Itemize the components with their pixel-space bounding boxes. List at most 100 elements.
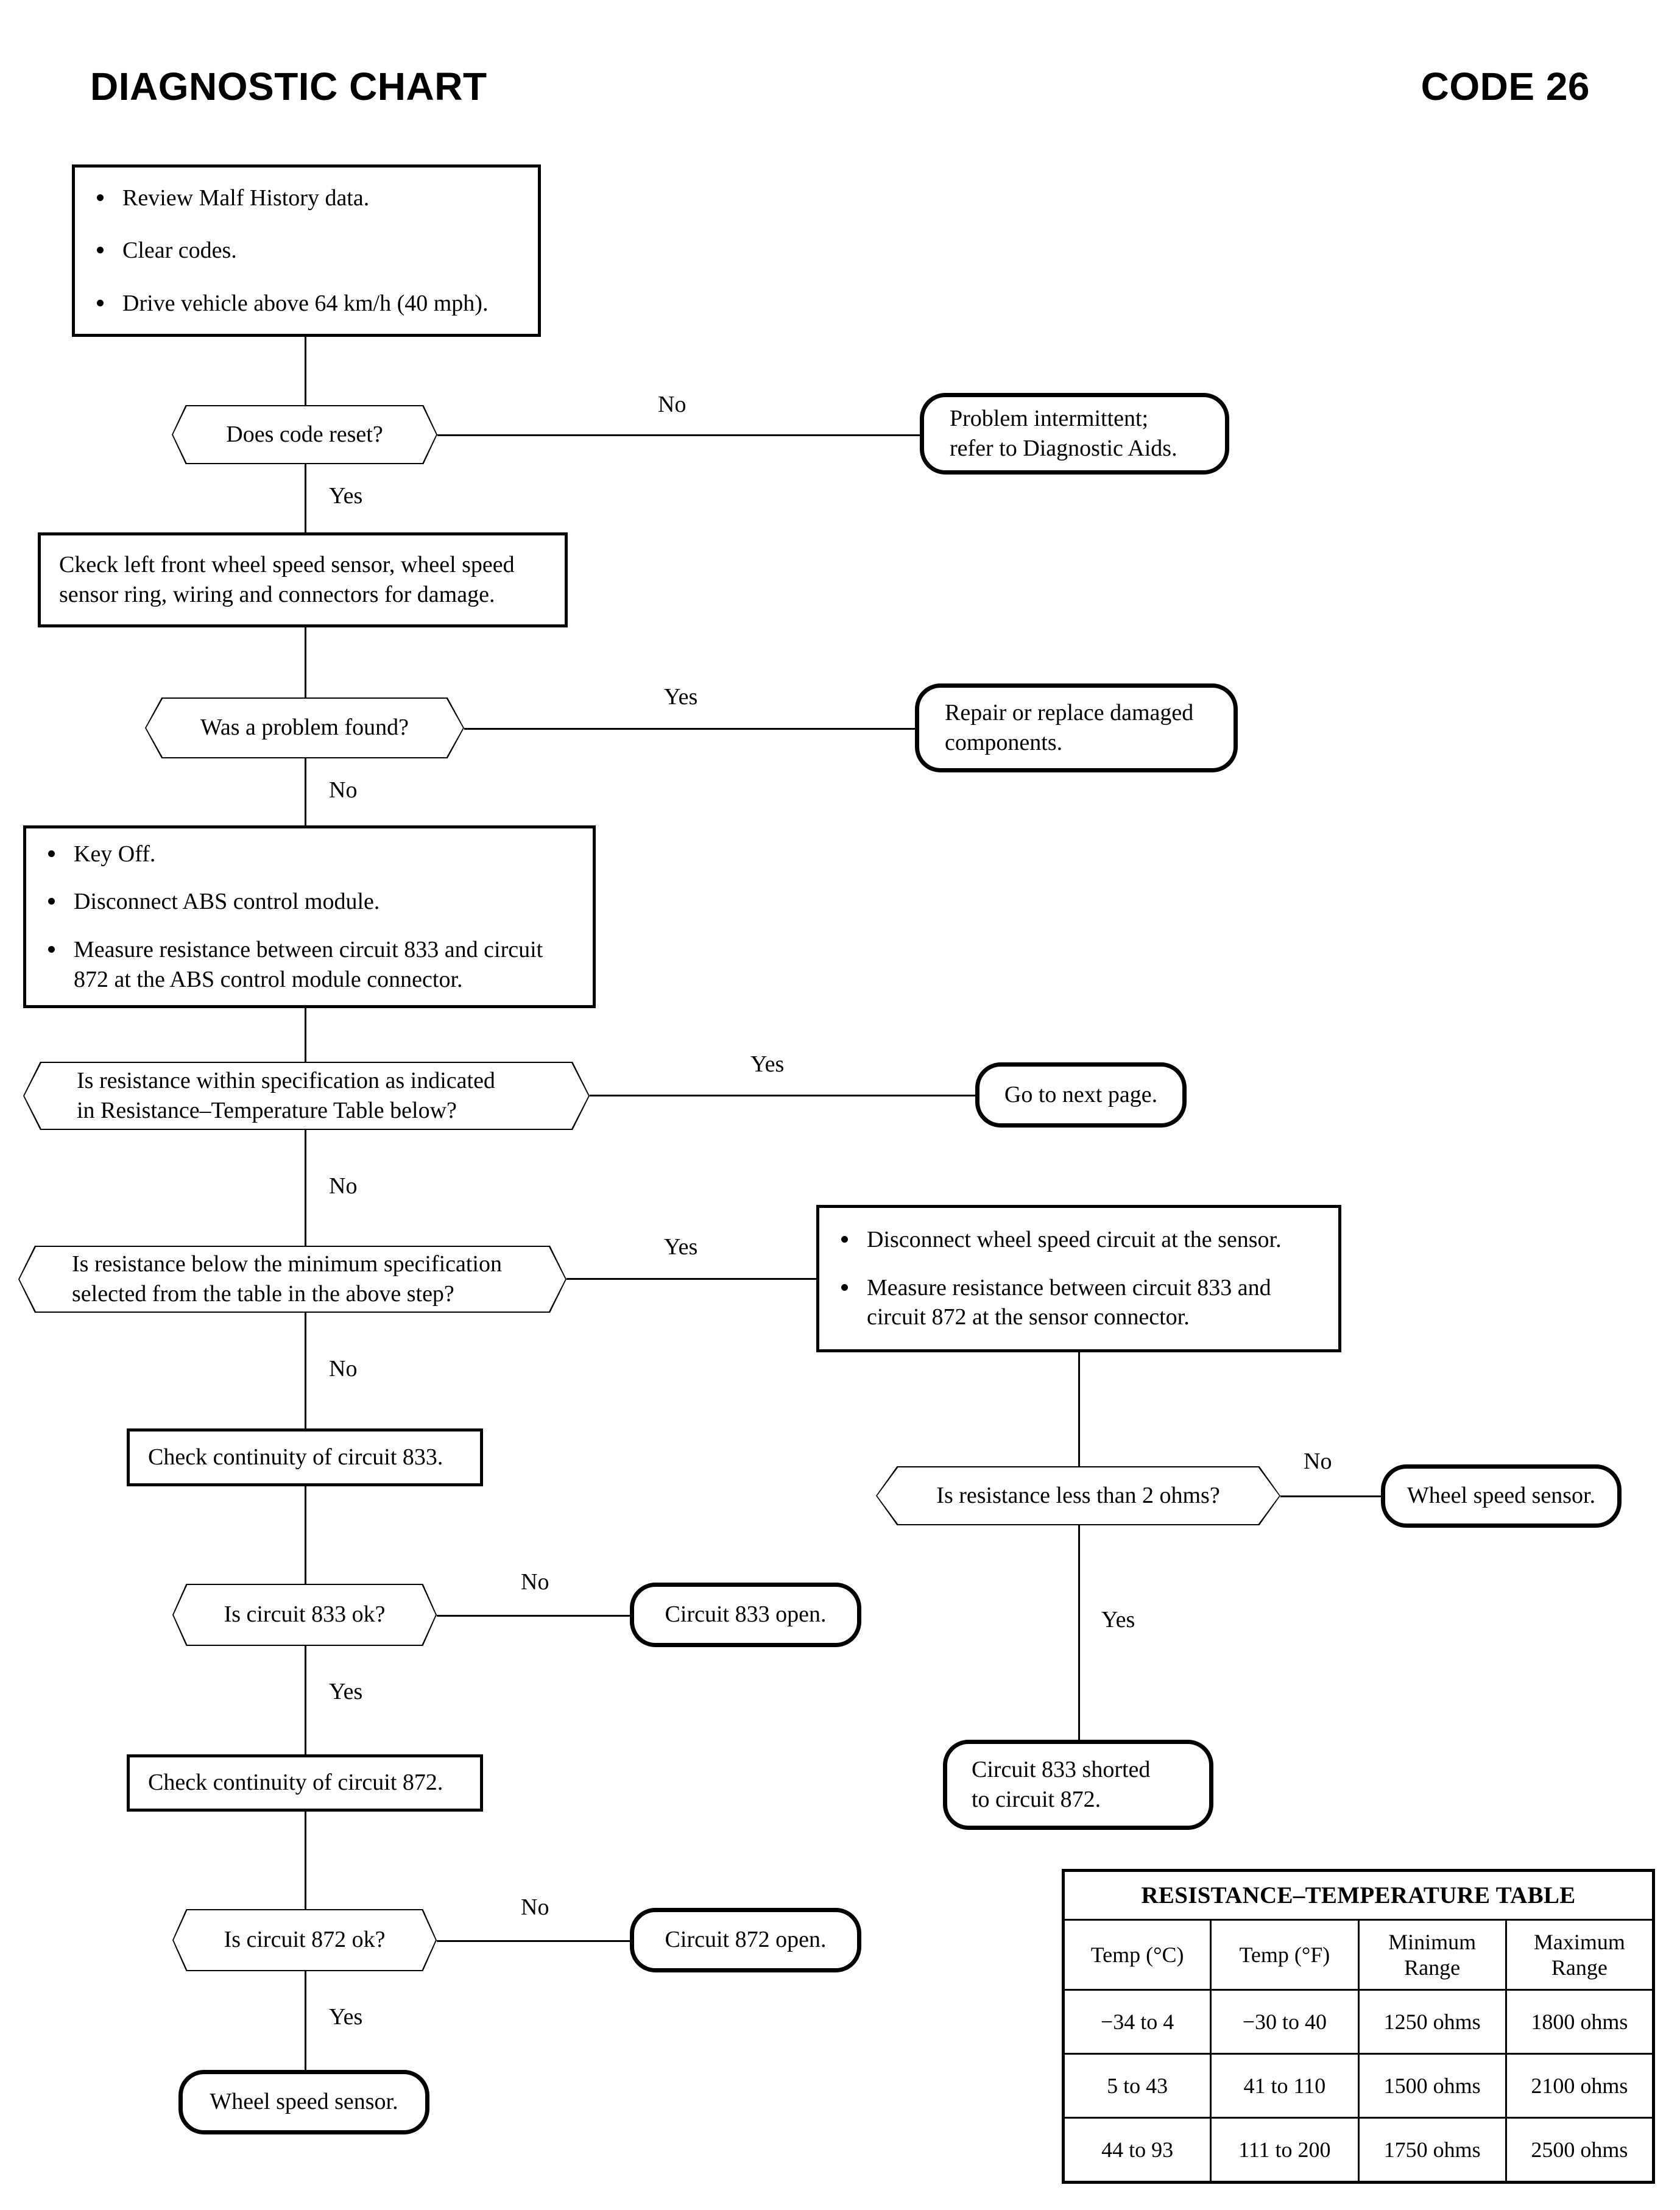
cell-temp-f: −30 to 40: [1210, 1989, 1360, 2055]
list-item: Review Malf History data.: [91, 183, 522, 213]
terminator-line-2: refer to Diagnostic Aids.: [950, 436, 1177, 461]
connector-q2-yes-branch: [464, 728, 915, 730]
connector-q4-to-check833: [305, 1313, 306, 1428]
list-item: Key Off.: [42, 839, 577, 869]
decision-was-problem-found: Was a problem found?: [145, 697, 464, 758]
connector-q3-yes-branch: [590, 1095, 975, 1096]
column-header-minimum-range: Minimum Range: [1357, 1919, 1507, 1991]
branch-label-yes-q4: Yes: [664, 1234, 698, 1260]
terminator-line-1: Repair or replace damaged: [945, 699, 1194, 725]
decision-label-line-2: selected from the table in the above ste…: [72, 1281, 454, 1307]
connector-q6-to-final: [305, 1971, 306, 2070]
branch-label-no-q2ohms: No: [1304, 1449, 1332, 1474]
table-row: 5 to 43 41 to 110 1500 ohms 2100 ohms: [1062, 2053, 1655, 2119]
list-item: Drive vehicle above 64 km/h (40 mph).: [91, 289, 522, 319]
terminator-wheel-speed-sensor-right: Wheel speed sensor.: [1381, 1464, 1622, 1528]
terminator-go-to-next-page: Go to next page.: [975, 1062, 1187, 1128]
cell-max-range: 2500 ohms: [1505, 2117, 1655, 2183]
cell-min-range: 1750 ohms: [1357, 2117, 1507, 2183]
start-steps-list: Review Malf History data. Clear codes. D…: [91, 183, 522, 319]
decision-resistance-below-minimum: Is resistance below the minimum specific…: [18, 1246, 566, 1313]
cell-temp-c: 5 to 43: [1062, 2053, 1212, 2119]
terminator-line-2: to circuit 872.: [972, 1787, 1101, 1812]
cell-max-range: 1800 ohms: [1505, 1989, 1655, 2055]
check-continuity-833-text: Check continuity of circuit 833.: [148, 1444, 443, 1470]
diagnostic-code-label: CODE 26: [1421, 65, 1590, 108]
disconnect-sensor-steps-list: Disconnect wheel speed circuit at the se…: [835, 1225, 1322, 1332]
connector-q3-to-q4: [305, 1130, 306, 1246]
cell-max-range: 2100 ohms: [1505, 2053, 1655, 2119]
decision-label-line-2: in Resistance–Temperature Table below?: [77, 1098, 457, 1123]
connector-q2ohms-no-branch: [1280, 1495, 1381, 1497]
column-header-temp-c: Temp (°C): [1062, 1919, 1212, 1991]
terminator-circuit-872-open: Circuit 872 open.: [630, 1908, 861, 1972]
branch-label-yes-q2: Yes: [664, 684, 698, 710]
branch-label-yes-q833: Yes: [329, 1679, 363, 1704]
check-sensor-text: Ckeck left front wheel speed sensor, whe…: [59, 551, 515, 607]
check-continuity-833-box: Check continuity of circuit 833.: [127, 1428, 483, 1486]
terminator-text: Circuit 833 open.: [665, 1601, 827, 1628]
decision-label: Does code reset?: [226, 421, 383, 447]
terminator-circuit-833-shorted: Circuit 833 shorted to circuit 872.: [943, 1740, 1213, 1830]
connector-q4-yes-branch: [566, 1278, 820, 1280]
resistance-temperature-table: RESISTANCE–TEMPERATURE TABLE Temp (°C) T…: [1062, 1869, 1655, 2184]
table-row: 44 to 93 111 to 200 1750 ohms 2500 ohms: [1062, 2117, 1655, 2183]
list-item: Disconnect ABS control module.: [42, 887, 577, 917]
cell-temp-c: 44 to 93: [1062, 2117, 1212, 2183]
terminator-text: Wheel speed sensor.: [1406, 1483, 1596, 1509]
terminator-text: Wheel speed sensor.: [210, 2089, 398, 2115]
key-off-steps-list: Key Off. Disconnect ABS control module. …: [42, 839, 577, 995]
list-item: Measure resistance between circuit 833 a…: [42, 935, 577, 994]
branch-label-no-q1: No: [658, 392, 686, 417]
list-item: Disconnect wheel speed circuit at the se…: [835, 1225, 1322, 1255]
connector-q872-no-branch: [437, 1940, 630, 1942]
branch-label-no-q3: No: [329, 1173, 358, 1199]
branch-label-yes-q1: Yes: [329, 483, 363, 509]
decision-resistance-within-spec: Is resistance within specification as in…: [23, 1062, 590, 1130]
branch-label-yes-q3: Yes: [750, 1051, 785, 1077]
list-item: Measure resistance between circuit 833 a…: [835, 1273, 1322, 1332]
connector-q1-no-branch: [437, 434, 920, 436]
cell-temp-f: 111 to 200: [1210, 2117, 1360, 2183]
decision-does-code-reset: Does code reset?: [172, 405, 437, 464]
connector-q2-to-keyoff: [305, 758, 306, 825]
branch-label-no-q872: No: [521, 1894, 549, 1920]
table-row: −34 to 4 −30 to 40 1250 ohms 1800 ohms: [1062, 1989, 1655, 2055]
table-title: RESISTANCE–TEMPERATURE TABLE: [1062, 1869, 1654, 1921]
branch-label-no-q2: No: [329, 777, 358, 803]
decision-label: Is circuit 872 ok?: [224, 1927, 386, 1953]
page-title: DIAGNOSTIC CHART: [90, 65, 487, 108]
decision-label-line-1: Is resistance below the minimum specific…: [72, 1251, 502, 1277]
check-continuity-872-box: Check continuity of circuit 872.: [127, 1754, 483, 1812]
connector-checkbox-to-q2: [305, 627, 306, 697]
decision-is-circuit-833-ok: Is circuit 833 ok?: [172, 1584, 437, 1646]
terminator-line-2: components.: [945, 730, 1063, 755]
connector-check833-to-q5: [305, 1486, 306, 1584]
decision-resistance-less-than-2-ohms: Is resistance less than 2 ohms?: [876, 1466, 1280, 1525]
branch-label-yes-q872: Yes: [329, 2004, 363, 2030]
terminator-line-1: Problem intermittent;: [950, 405, 1149, 431]
branch-label-no-q833: No: [521, 1569, 549, 1595]
terminator-repair-replace: Repair or replace damaged components.: [915, 683, 1238, 772]
terminator-text: Go to next page.: [1004, 1081, 1158, 1107]
key-off-steps-box: Key Off. Disconnect ABS control module. …: [23, 825, 596, 1008]
disconnect-sensor-steps-box: Disconnect wheel speed circuit at the se…: [816, 1205, 1341, 1352]
cell-min-range: 1250 ohms: [1357, 1989, 1507, 2055]
decision-is-circuit-872-ok: Is circuit 872 ok?: [172, 1909, 437, 1971]
connector-disconnect-to-q-2ohms: [1078, 1352, 1080, 1466]
decision-label: Is circuit 833 ok?: [224, 1601, 386, 1628]
terminator-wheel-speed-sensor-bottom: Wheel speed sensor.: [178, 2070, 429, 2134]
terminator-text: Circuit 872 open.: [665, 1927, 827, 1953]
cell-temp-f: 41 to 110: [1210, 2053, 1360, 2119]
connector-q833-no-branch: [437, 1615, 630, 1617]
decision-label: Is resistance less than 2 ohms?: [936, 1482, 1220, 1508]
branch-label-yes-q2ohms: Yes: [1101, 1607, 1135, 1633]
connector-keyoff-to-q3: [305, 1008, 306, 1062]
terminator-problem-intermittent: Problem intermittent; refer to Diagnosti…: [920, 393, 1229, 475]
terminator-line-1: Circuit 833 shorted: [972, 1756, 1151, 1782]
connector-q-2ohms-to-shorted: [1078, 1525, 1080, 1740]
connector-start-to-q1: [305, 337, 306, 405]
decision-label: Was a problem found?: [200, 715, 409, 741]
column-header-temp-f: Temp (°F): [1210, 1919, 1360, 1991]
